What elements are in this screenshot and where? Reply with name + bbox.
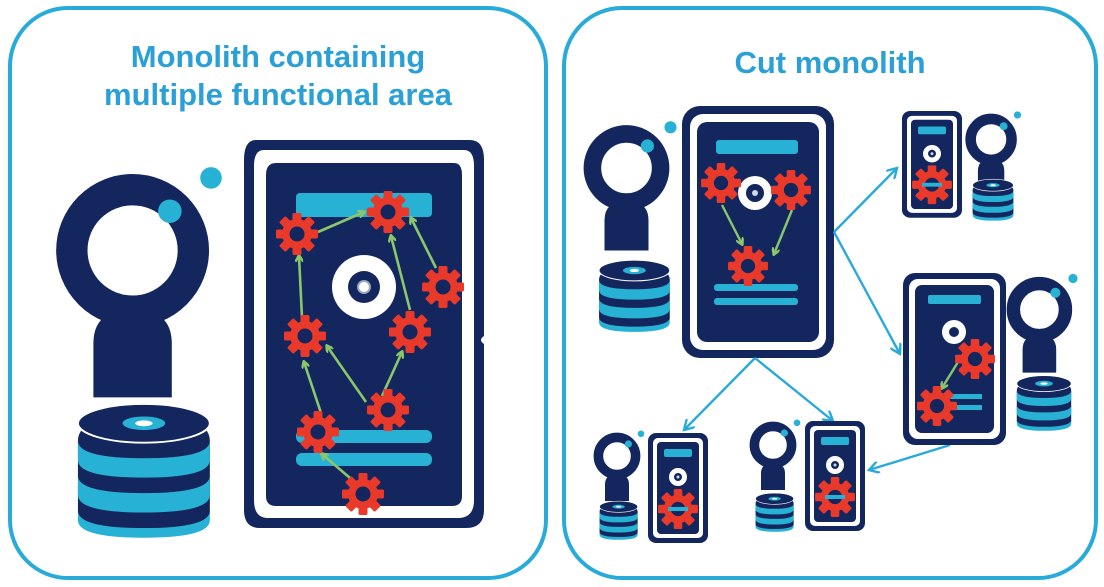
monolith-panel: Monolith containing multiple functional … bbox=[8, 6, 548, 580]
title-line-2: multiple functional area bbox=[104, 77, 452, 112]
monolith-panel-title: Monolith containing multiple functional … bbox=[12, 38, 544, 114]
cut-monolith-panel-title: Cut monolith bbox=[734, 45, 926, 80]
cut-monolith-panel: Cut monolith bbox=[562, 6, 1098, 580]
title-line-1: Monolith containing bbox=[130, 39, 426, 74]
